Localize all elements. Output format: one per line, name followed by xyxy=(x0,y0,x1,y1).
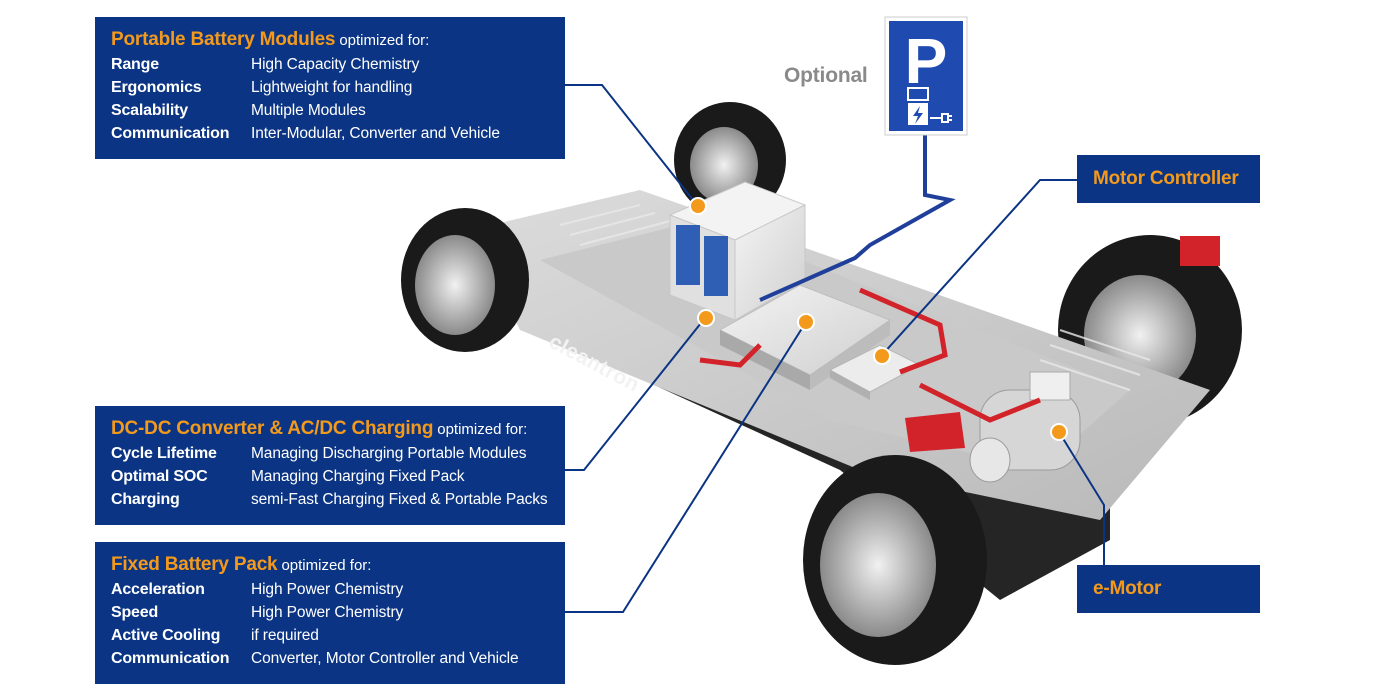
spec-value: Managing Discharging Portable Modules xyxy=(251,445,527,462)
spec-key: Optimal SOC xyxy=(111,468,208,485)
spec-value: High Capacity Chemistry xyxy=(251,56,420,73)
optional-label: Optional xyxy=(784,64,868,87)
parking-charging-sign: P xyxy=(884,16,968,136)
panel-title: DC-DC Converter & AC/DC Charging xyxy=(111,418,434,439)
wheel-front-left xyxy=(401,208,529,352)
parking-sign-letter: P xyxy=(905,25,948,97)
spec-value: if required xyxy=(251,627,319,644)
taillight-rear xyxy=(1180,236,1220,266)
taillight-side xyxy=(905,412,965,452)
spec-key: Scalability xyxy=(111,102,188,119)
spec-key: Communication xyxy=(111,650,230,667)
spec-row: Ergonomics Lightweight for handling xyxy=(111,76,551,99)
callout-dot-dcdc xyxy=(697,309,715,327)
spec-row: Communication Inter-Modular, Converter an… xyxy=(111,122,551,145)
spec-value: High Power Chemistry xyxy=(251,581,404,598)
tag-e-motor: e-Motor xyxy=(1077,565,1260,613)
spec-value: Lightweight for handling xyxy=(251,79,413,96)
spec-row: Communication Converter, Motor Controller… xyxy=(111,647,551,670)
panel-title-suffix: optimized for: xyxy=(437,421,528,438)
spec-key: Range xyxy=(111,56,159,73)
spec-row: Scalability Multiple Modules xyxy=(111,99,551,122)
spec-value: Inter-Modular, Converter and Vehicle xyxy=(251,125,500,142)
leader-lines xyxy=(565,84,1105,613)
spec-key: Acceleration xyxy=(111,581,205,598)
spec-key: Charging xyxy=(111,491,180,508)
spec-row: Acceleration High Power Chemistry xyxy=(111,578,551,601)
panel-title-suffix: optimized for: xyxy=(339,32,430,49)
spec-row: Active Cooling if required xyxy=(111,624,551,647)
spec-row: Cycle Lifetime Managing Discharging Porta… xyxy=(111,442,551,465)
spec-row: Charging semi-Fast Charging Fixed & Porta… xyxy=(111,488,551,511)
panel-title: Portable Battery Modules xyxy=(111,29,336,50)
callout-dot-controller xyxy=(873,347,891,365)
spec-key: Active Cooling xyxy=(111,627,221,644)
panel-title-suffix: optimized for: xyxy=(281,557,372,574)
bolt-icon xyxy=(913,106,923,124)
spec-key: Cycle Lifetime xyxy=(111,445,217,462)
spec-row: Range High Capacity Chemistry xyxy=(111,53,551,76)
charging-cable xyxy=(759,135,956,302)
spec-value: Managing Charging Fixed Pack xyxy=(251,468,465,485)
spec-value: High Power Chemistry xyxy=(251,604,404,621)
callout-dots xyxy=(689,197,1068,441)
spec-value: semi-Fast Charging Fixed & Portable Pack… xyxy=(251,491,548,508)
power-cables xyxy=(699,287,1041,423)
tag-motor-controller: Motor Controller xyxy=(1077,155,1260,203)
spec-value: Multiple Modules xyxy=(251,102,366,119)
e-motor-unit xyxy=(969,371,1081,483)
spec-key: Ergonomics xyxy=(111,79,202,96)
wheel-front-right xyxy=(803,455,987,665)
spec-row: Optimal SOC Managing Charging Fixed Pack xyxy=(111,465,551,488)
callout-dot-emotor xyxy=(1050,423,1068,441)
plug-icon xyxy=(930,113,952,123)
panel-title: Fixed Battery Pack xyxy=(111,554,278,575)
spec-key: Communication xyxy=(111,125,230,142)
spec-value: Converter, Motor Controller and Vehicle xyxy=(251,650,519,667)
callout-dot-portable xyxy=(689,197,707,215)
portable-battery-modules xyxy=(668,181,807,321)
spec-key: Speed xyxy=(111,604,159,621)
callout-dot-fixed xyxy=(797,313,815,331)
spec-row: Speed High Power Chemistry xyxy=(111,601,551,624)
